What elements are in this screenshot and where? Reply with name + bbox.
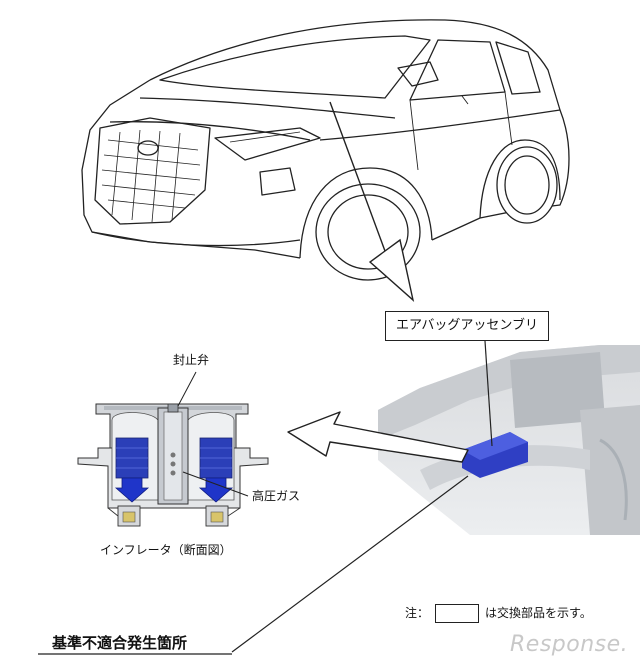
high-pressure-gas-label: 高圧ガス <box>252 489 301 503</box>
dashboard-photo <box>378 345 640 535</box>
nonconformity-location-heading: 基準不適合発生箇所 <box>52 634 188 652</box>
airbag-assembly-label: エアバッグアッセンブリ <box>395 318 539 333</box>
legend-note-prefix: 注： <box>405 606 430 620</box>
seal-valve-label: 封止弁 <box>173 353 210 367</box>
inflator-caption: インフレータ（断面図） <box>100 543 232 557</box>
legend-swatch-box <box>435 604 480 623</box>
car-to-callout-arrow <box>329 101 415 302</box>
legend-note: 注： は交換部品を示す。 <box>405 604 592 623</box>
seal-valve-leader <box>177 371 197 407</box>
label-leader-line <box>484 340 493 447</box>
gas-leader <box>182 471 249 497</box>
module-to-inflator-arrow <box>287 411 469 463</box>
airbag-module-highlight <box>462 432 528 478</box>
airbag-assembly-label-box: エアバッグアッセンブリ <box>385 311 549 341</box>
response-logo: Response. <box>510 632 629 657</box>
legend-note-suffix: は交換部品を示す。 <box>485 606 592 620</box>
inflator-cross-section <box>77 403 269 527</box>
suv-line-drawing <box>81 19 570 281</box>
module-to-heading-line <box>231 475 469 653</box>
